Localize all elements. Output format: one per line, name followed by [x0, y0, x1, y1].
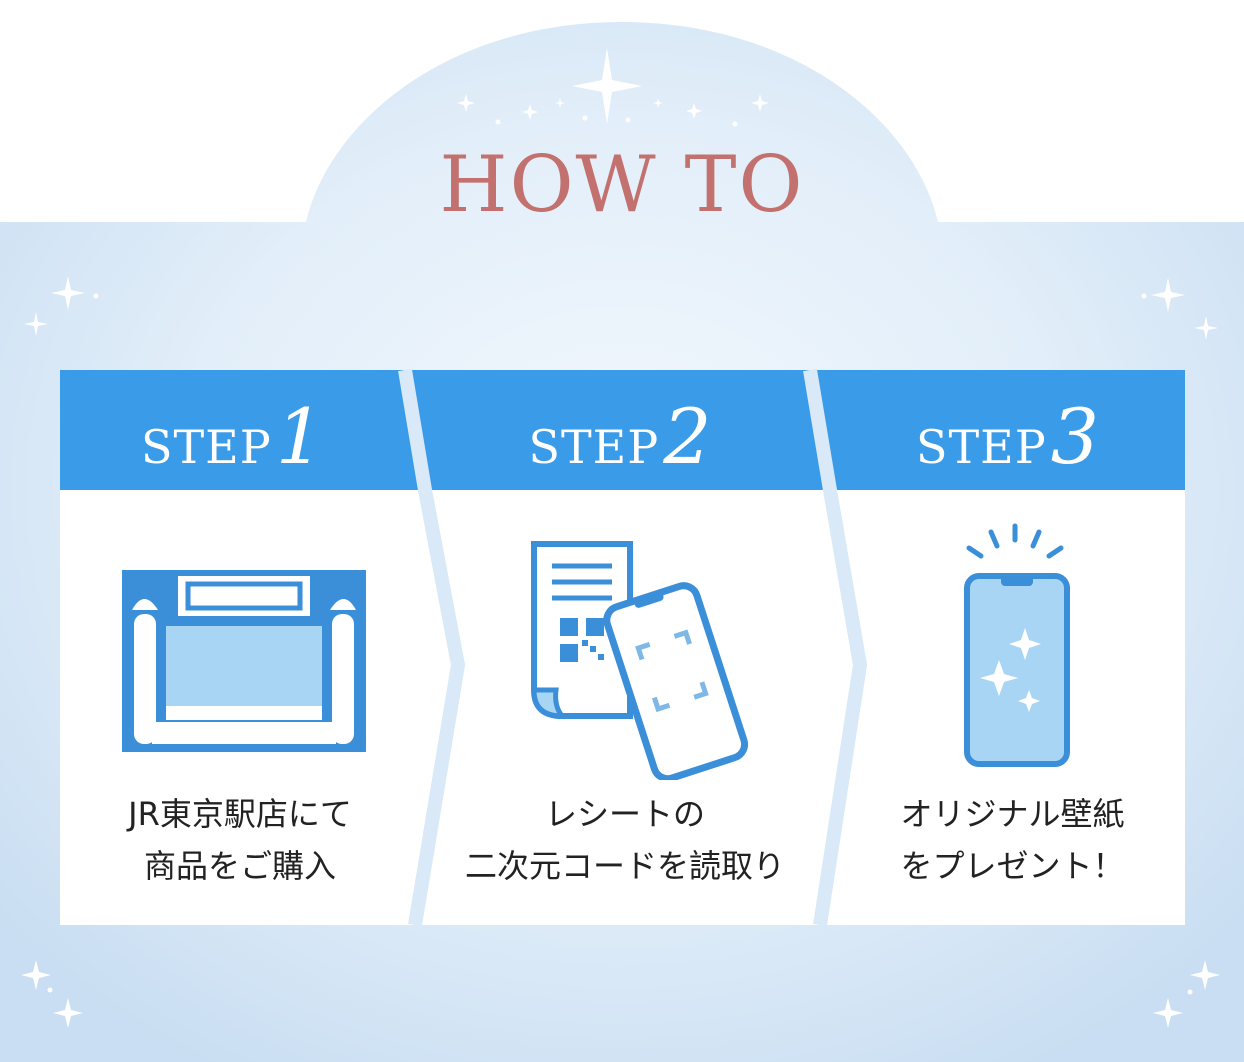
- step-1-number: 1: [275, 392, 325, 481]
- steps-banner: [60, 370, 1185, 490]
- step-1-description: JR東京駅店にて 商品をご購入: [60, 788, 420, 892]
- step-3-number: 3: [1050, 392, 1100, 481]
- step-1-line-2: 商品をご購入: [143, 847, 336, 885]
- step-2-line-1: レシートの: [544, 795, 705, 833]
- step-divider-1: [398, 368, 466, 927]
- receipt-qr-scan-icon: [531, 541, 749, 780]
- step-3-line-2: をプレゼント！: [900, 847, 1125, 885]
- step-2-word: STEP: [528, 420, 660, 474]
- step-1-word: STEP: [140, 420, 272, 474]
- step-2-description: レシートの 二次元コードを読取り: [430, 788, 820, 892]
- step-3-label: STEP 3: [830, 392, 1185, 481]
- step-3-description: オリジナル壁紙 をプレゼント！: [840, 788, 1185, 892]
- smartphone-sparkle-icon: [964, 523, 1070, 767]
- step-2-number: 2: [663, 392, 712, 481]
- step-divider-2: [803, 368, 868, 927]
- sparkle-icon: [21, 276, 1220, 1028]
- step-1-line-1: JR東京駅店にて: [128, 795, 352, 833]
- step-2-label: STEP 2: [425, 392, 815, 481]
- step-1-label: STEP 1: [60, 392, 405, 481]
- step-2-line-2: 二次元コードを読取り: [464, 847, 785, 885]
- step-3-word: STEP: [915, 420, 1047, 474]
- shop-counter-icon: [122, 570, 366, 752]
- page-title: HOW TO: [439, 140, 805, 230]
- sparkle-icon: [457, 48, 769, 127]
- step-3-line-1: オリジナル壁紙: [900, 795, 1125, 833]
